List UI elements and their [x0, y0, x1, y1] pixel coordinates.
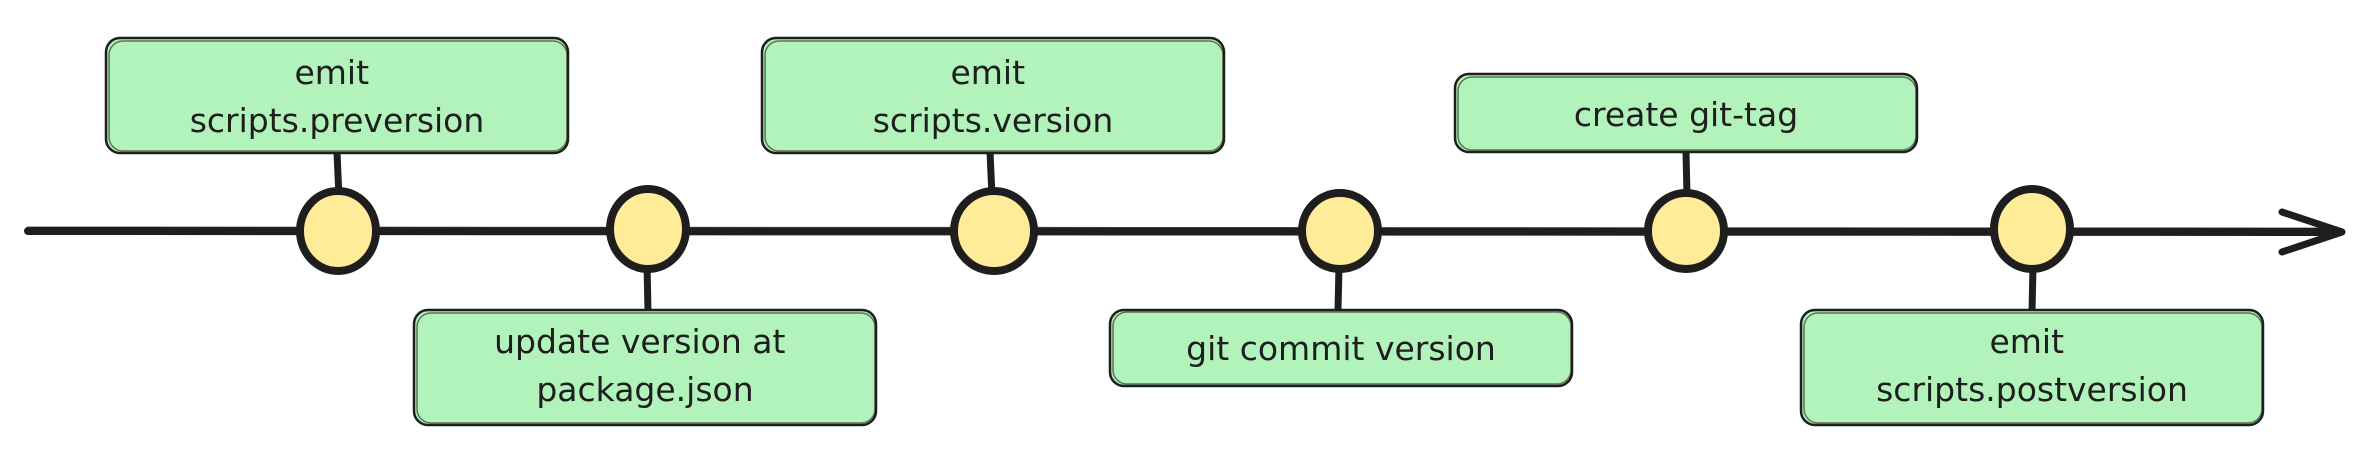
label-line: update version at [494, 322, 785, 361]
step-version: emit scripts.version [760, 36, 1226, 275]
step-postversion: emit scripts.postversion [1799, 185, 2265, 427]
svg-text:emit scripts.preversion: emit scripts.preversion [190, 53, 485, 140]
step-node [950, 187, 1038, 275]
label-line: emit [294, 53, 369, 92]
svg-text:emit scripts.postversion: emit scripts.postversion [1876, 322, 2188, 409]
connector [2028, 262, 2037, 316]
timeline-arrowhead [2278, 208, 2346, 256]
connector [1334, 262, 1343, 314]
label-box [1108, 308, 1574, 388]
label-line: package.json [536, 370, 753, 409]
step-node [1990, 185, 2074, 273]
label-box [1799, 308, 2265, 427]
label-line: git commit version [1186, 329, 1496, 368]
label-line: emit [1989, 322, 2064, 361]
label-line: scripts.preversion [190, 101, 485, 140]
step-node [606, 185, 690, 273]
label-line: scripts.postversion [1876, 370, 2188, 409]
step-preversion: emit scripts.preversion [104, 36, 570, 275]
step-update-package-json: update version at package.json [412, 185, 878, 427]
step-git-commit: git commit version [1108, 189, 1574, 388]
step-node [1298, 189, 1382, 273]
label-box [760, 36, 1226, 155]
label-box [1453, 72, 1919, 154]
step-node [296, 187, 380, 275]
label-line: create git-tag [1574, 95, 1798, 134]
label-box [412, 308, 878, 427]
svg-text:git commit version: git commit version [1186, 329, 1496, 368]
connector [1682, 148, 1691, 200]
label-line: scripts.version [873, 101, 1114, 140]
svg-text:emit scripts.version: emit scripts.version [873, 53, 1114, 140]
step-node [1644, 189, 1728, 273]
label-box [104, 36, 570, 155]
svg-text:create git-tag: create git-tag [1574, 95, 1798, 134]
svg-text:update version at packag: update version at package.json [494, 322, 796, 409]
step-git-tag: create git-tag [1453, 72, 1919, 273]
label-line: emit [950, 53, 1025, 92]
